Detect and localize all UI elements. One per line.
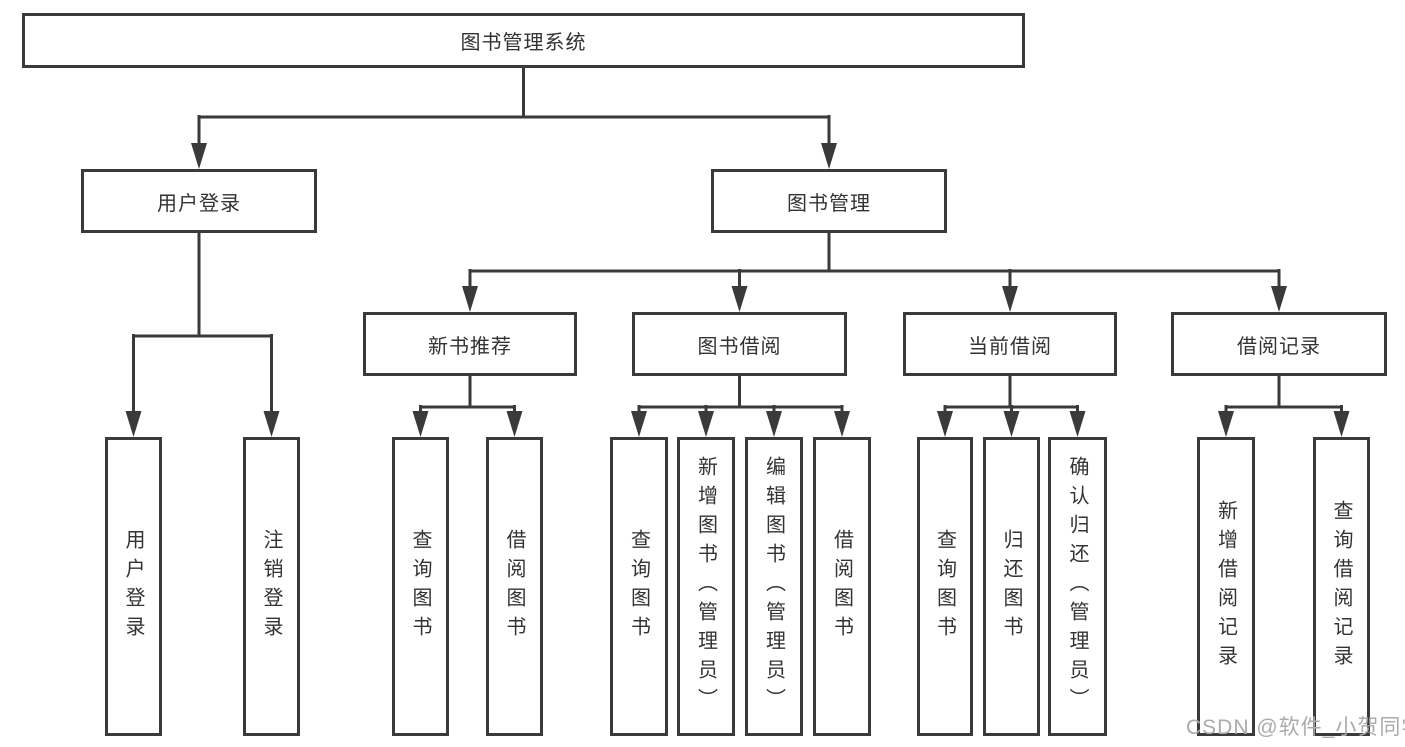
connector-current-borrow-branch	[937, 374, 1086, 437]
node-current-borrow-label: 当前借阅	[968, 335, 1052, 358]
leaf-edit-book: 编辑图书（管理员）	[745, 437, 803, 736]
leaf-return-book-label: 归还图书	[1000, 528, 1022, 645]
node-current-borrow: 当前借阅	[903, 312, 1117, 376]
leaf-confirm-return: 确认归还（管理员）	[1048, 437, 1107, 736]
node-book-mgmt-label: 图书管理	[787, 192, 871, 215]
leaf-add-book-label: 新增图书（管理员）	[694, 456, 717, 717]
leaf-query-book-2: 查询图书	[610, 437, 668, 736]
leaf-query-borrow-record: 查询借阅记录	[1313, 437, 1370, 736]
connector-book-mgmt-to-level3	[462, 231, 1287, 312]
node-user-login: 用户登录	[81, 169, 317, 233]
leaf-borrow-book-2: 借阅图书	[813, 437, 871, 736]
watermark: CSDN @软件_小贺同学	[1186, 716, 1405, 739]
leaf-query-borrow-record-label: 查询借阅记录	[1330, 499, 1352, 674]
node-book-mgmt: 图书管理	[711, 169, 947, 233]
connector-borrow-record-branch	[1218, 374, 1350, 437]
leaf-borrow-book-1: 借阅图书	[486, 437, 543, 736]
node-new-book-rec: 新书推荐	[363, 312, 577, 376]
leaf-user-login: 用户登录	[105, 437, 162, 736]
leaf-query-book-1: 查询图书	[392, 437, 449, 736]
leaf-user-login-label: 用户登录	[122, 528, 144, 645]
leaf-add-borrow-record: 新增借阅记录	[1197, 437, 1255, 736]
connector-root-to-level2	[191, 66, 837, 169]
leaf-confirm-return-label: 确认归还（管理员）	[1066, 456, 1088, 717]
node-book-borrow-label: 图书借阅	[697, 335, 782, 358]
leaf-query-book-2-label: 查询图书	[627, 528, 650, 645]
leaf-query-book-1-label: 查询图书	[409, 528, 431, 645]
leaf-borrow-book-1-label: 借阅图书	[503, 528, 525, 645]
node-book-borrow: 图书借阅	[632, 312, 847, 376]
leaf-logout-label: 注销登录	[260, 528, 282, 645]
node-borrow-record-label: 借阅记录	[1237, 335, 1321, 358]
node-root: 图书管理系统	[22, 13, 1025, 68]
leaf-borrow-book-2-label: 借阅图书	[830, 528, 853, 645]
leaf-query-book-3: 查询图书	[917, 437, 973, 736]
connector-book-borrow-branch	[631, 374, 850, 437]
connector-user-login-branch	[125, 231, 280, 437]
leaf-edit-book-label: 编辑图书（管理员）	[762, 456, 785, 717]
node-new-book-rec-label: 新书推荐	[428, 335, 512, 358]
node-user-login-label: 用户登录	[157, 192, 241, 215]
node-root-label: 图书管理系统	[460, 32, 587, 54]
node-borrow-record: 借阅记录	[1171, 312, 1387, 376]
connector-new-book-rec-branch	[412, 374, 523, 437]
leaf-return-book: 归还图书	[983, 437, 1040, 736]
leaf-add-borrow-record-label: 新增借阅记录	[1214, 499, 1237, 674]
leaf-query-book-3-label: 查询图书	[933, 528, 956, 645]
leaf-logout: 注销登录	[243, 437, 300, 736]
leaf-add-book: 新增图书（管理员）	[677, 437, 735, 736]
